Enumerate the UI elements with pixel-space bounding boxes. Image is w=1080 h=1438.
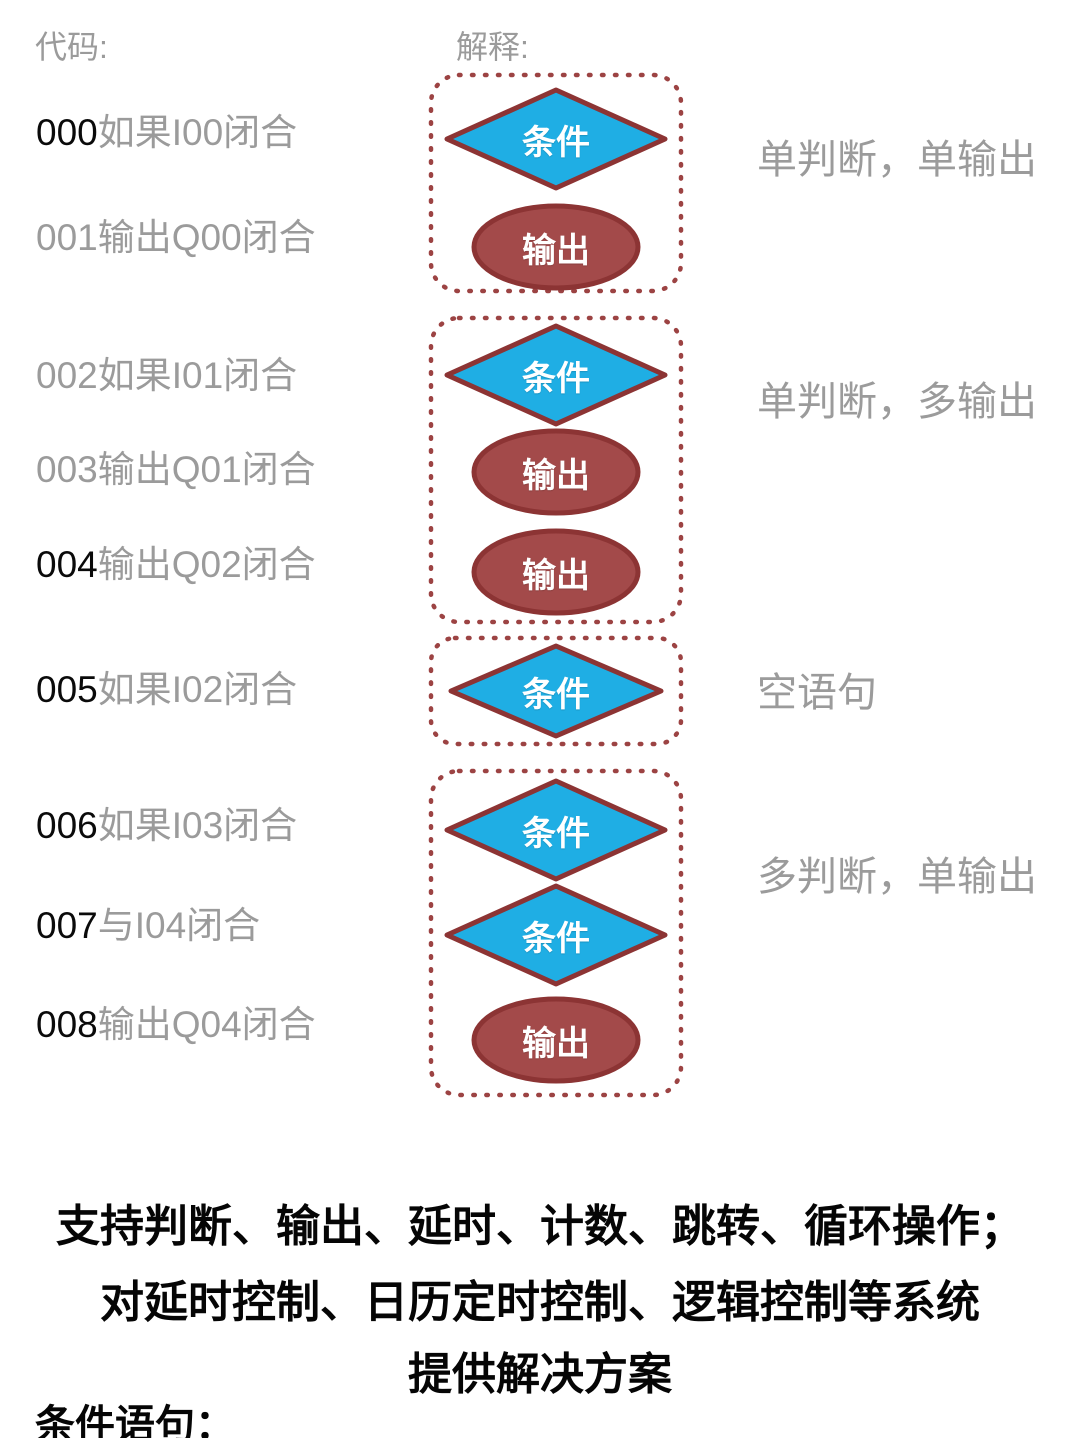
condition-diamond: 条件 xyxy=(448,643,664,739)
output-ellipse: 输出 xyxy=(471,996,641,1084)
condition-label: 条件 xyxy=(522,123,590,162)
diamond-shape-icon xyxy=(444,323,668,427)
code-column-heading: 代码: xyxy=(35,29,108,65)
condition-label: 条件 xyxy=(522,919,590,958)
condition-diamond: 条件 xyxy=(444,883,668,987)
code-line-number: 002 xyxy=(36,355,98,396)
code-line-number: 005 xyxy=(36,669,98,710)
code-line-text: 输出Q01闭合 xyxy=(97,449,316,490)
code-line-number: 003 xyxy=(36,449,98,490)
code-line-text: 如果I01闭合 xyxy=(97,355,298,396)
ellipse-shape-icon xyxy=(471,996,641,1084)
code-line: 000如果I00闭合 xyxy=(36,112,297,154)
condition-diamond: 条件 xyxy=(444,87,668,191)
code-line: 001输出Q00闭合 xyxy=(36,217,316,259)
code-line: 003输出Q01闭合 xyxy=(36,449,316,491)
dashed-group-border xyxy=(428,768,684,1098)
code-line-number: 007 xyxy=(36,905,98,946)
code-line: 002如果I01闭合 xyxy=(36,355,297,397)
output-label: 输出 xyxy=(522,1024,590,1063)
ellipse-shape-icon xyxy=(471,428,641,516)
footer-feature-line-2: 对延时控制、日历定时控制、逻辑控制等系统 xyxy=(100,1278,980,1327)
code-line: 005如果I02闭合 xyxy=(36,669,297,711)
condition-diamond: 条件 xyxy=(444,323,668,427)
code-line-number: 008 xyxy=(36,1004,98,1045)
code-line: 004输出Q02闭合 xyxy=(36,544,316,586)
flow-group-single-condition-multi-output: 条件 输出 输出 xyxy=(428,315,684,625)
ellipse-shape-icon xyxy=(471,528,641,616)
output-ellipse: 输出 xyxy=(471,428,641,516)
output-label: 输出 xyxy=(522,231,590,270)
diamond-shape-icon xyxy=(444,87,668,191)
explain-column-heading: 解释: xyxy=(456,29,529,65)
code-line-text: 输出Q00闭合 xyxy=(97,217,316,258)
diamond-shape-icon xyxy=(448,643,664,739)
dashed-group-border xyxy=(428,315,684,625)
group-caption: 单判断，多输出 xyxy=(757,380,1037,424)
flow-group-single-condition-single-output: 条件 输出 xyxy=(428,72,684,294)
output-ellipse: 输出 xyxy=(471,528,641,616)
output-label: 输出 xyxy=(522,456,590,495)
code-line-text: 如果I03闭合 xyxy=(97,805,298,846)
code-line-text: 输出Q04闭合 xyxy=(97,1004,316,1045)
output-ellipse: 输出 xyxy=(471,203,641,291)
group-caption: 空语句 xyxy=(757,671,877,715)
group-caption: 单判断，单输出 xyxy=(757,138,1037,182)
code-line-text: 输出Q02闭合 xyxy=(97,544,316,585)
diamond-shape-icon xyxy=(444,883,668,987)
diamond-shape-icon xyxy=(444,778,668,882)
code-line: 008输出Q04闭合 xyxy=(36,1004,316,1046)
code-line: 006如果I03闭合 xyxy=(36,805,297,847)
code-line-number: 001 xyxy=(36,217,98,258)
footer-feature-line-1: 支持判断、输出、延时、计数、跳转、循环操作； xyxy=(56,1202,1024,1251)
code-line-number: 004 xyxy=(36,544,98,585)
group-caption: 多判断，单输出 xyxy=(757,855,1037,899)
condition-label: 条件 xyxy=(522,359,590,398)
footer-feature-line-3: 提供解决方案 xyxy=(408,1350,672,1399)
condition-label: 条件 xyxy=(522,814,590,853)
code-line-text: 如果I02闭合 xyxy=(97,669,298,710)
conditional-statement-heading: 条件语句： xyxy=(35,1403,235,1438)
condition-diamond: 条件 xyxy=(444,778,668,882)
code-line: 007与I04闭合 xyxy=(36,905,260,947)
code-line-text: 与I04闭合 xyxy=(97,905,261,946)
code-line-number: 000 xyxy=(36,112,98,153)
flow-group-multi-condition-single-output: 条件 条件 输出 xyxy=(428,768,684,1098)
ellipse-shape-icon xyxy=(471,203,641,291)
flow-group-empty-statement: 条件 xyxy=(428,635,684,747)
condition-label: 条件 xyxy=(522,675,590,714)
code-line-text: 如果I00闭合 xyxy=(97,112,298,153)
code-line-number: 006 xyxy=(36,805,98,846)
output-label: 输出 xyxy=(522,556,590,595)
